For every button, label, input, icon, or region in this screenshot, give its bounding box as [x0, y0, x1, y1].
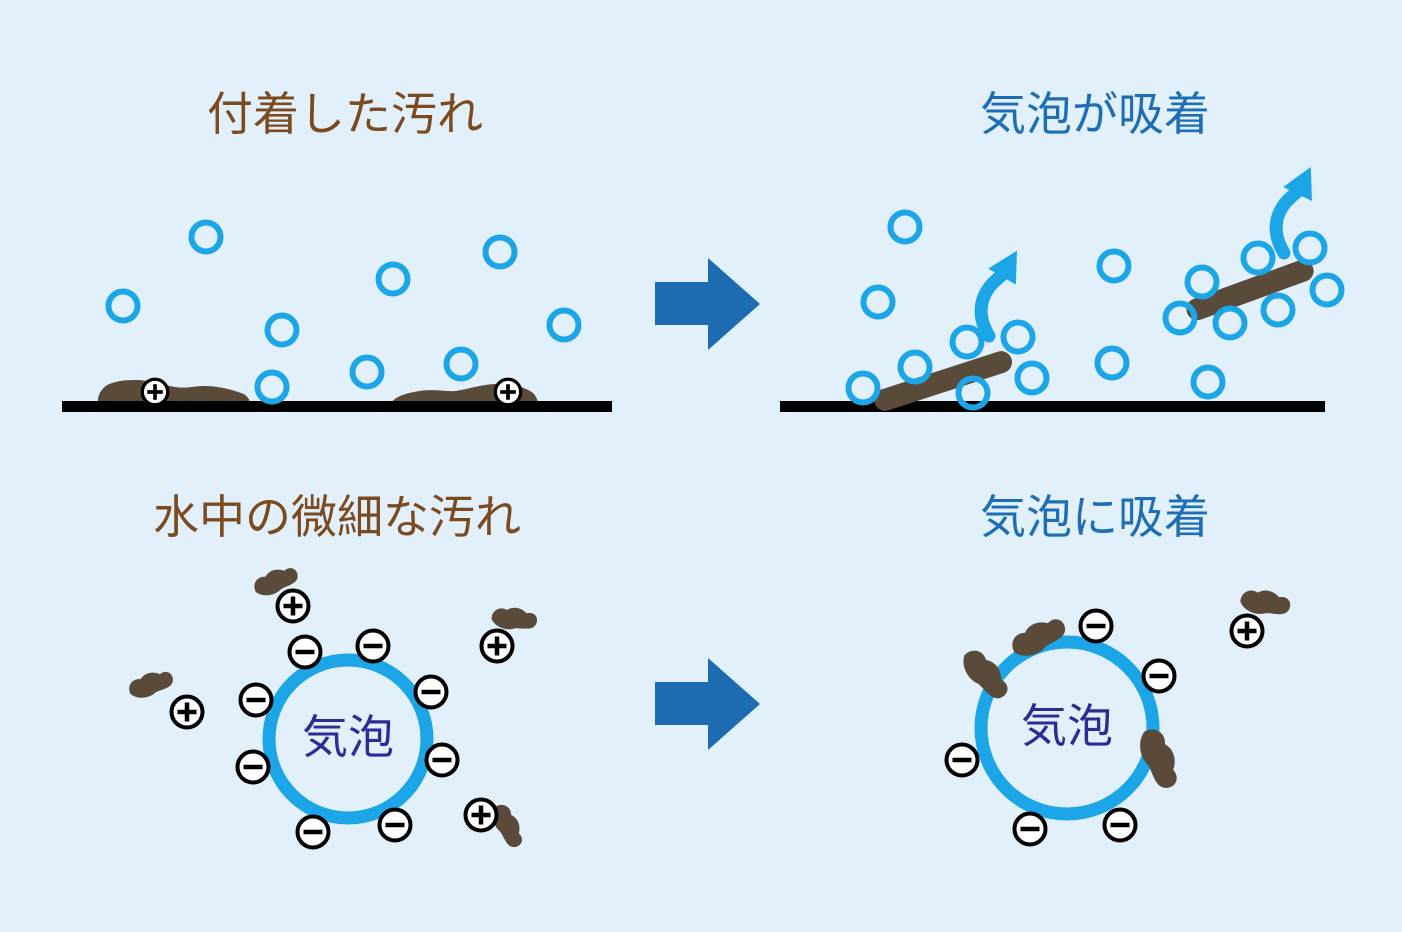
bubble-icon	[1309, 272, 1345, 308]
bubble-icon	[1014, 360, 1050, 396]
bubble-icon	[443, 346, 479, 382]
minus-charge-icon	[238, 752, 269, 783]
minus-charge-icon	[241, 685, 272, 716]
surface-line	[62, 401, 612, 412]
dirt-on-surface	[97, 379, 250, 404]
minus-charge-icon	[1105, 810, 1136, 841]
bubble-icon	[546, 307, 582, 343]
plus-charge-icon	[493, 377, 523, 407]
minus-charge-icon	[416, 677, 447, 708]
lifted-dirt	[873, 351, 1013, 411]
bubble-label: 気泡	[302, 710, 394, 764]
dirt-particle-on-bubble	[1007, 614, 1071, 661]
bubble-icon	[1292, 230, 1328, 266]
panel-adsorbed-to-bubble: 気泡に吸着 気泡	[947, 490, 1293, 845]
panel-title-adsorbed-to-bubble: 気泡に吸着	[980, 490, 1210, 544]
bubble-icon	[1190, 364, 1226, 400]
bubble-icon	[897, 349, 933, 385]
transform-arrow-icon	[655, 658, 760, 750]
minus-charge-icon	[1144, 661, 1175, 692]
plus-charge-icon	[140, 377, 170, 407]
bubble-icon	[1094, 345, 1130, 381]
transform-arrow-icon	[655, 258, 760, 350]
bubble-icon	[188, 219, 224, 255]
plus-charge-icon	[278, 591, 309, 622]
panel-title-bubbles-adsorb: 気泡が吸着	[980, 87, 1210, 141]
panel-title-fine-dirt: 水中の微細な汚れ	[153, 490, 521, 544]
minus-charge-icon	[380, 810, 411, 841]
bubble-icon	[860, 284, 896, 320]
bubble-icon	[1260, 292, 1296, 328]
lift-arrow-icon	[974, 267, 1010, 343]
surface-line	[780, 401, 1325, 412]
plus-charge-icon	[1232, 616, 1263, 647]
minus-charge-icon	[358, 631, 389, 662]
bubble-icon	[105, 288, 141, 324]
lifted-dirt	[1186, 259, 1314, 321]
dirt-particle	[126, 668, 176, 701]
bubble-icon	[1000, 319, 1036, 355]
plus-charge-icon	[466, 800, 497, 831]
bubble-icon	[1240, 240, 1276, 276]
bubble-icon	[482, 234, 518, 270]
bubble-icon	[887, 209, 923, 245]
minus-charge-icon	[947, 745, 978, 776]
panel-fine-dirt: 水中の微細な汚れ 気泡	[126, 490, 539, 852]
minus-charge-icon	[1081, 611, 1112, 642]
panel-attached-dirt: 付着した汚れ	[62, 87, 612, 412]
large-bubble	[974, 635, 1160, 821]
lift-arrow-icon	[1269, 184, 1305, 260]
bubble-icon	[1162, 300, 1198, 336]
bubble-icon	[264, 312, 300, 348]
bubble-label: 気泡	[1021, 699, 1113, 753]
minus-charge-icon	[290, 637, 321, 668]
minus-charge-icon	[1015, 814, 1046, 845]
bubble-icon	[1212, 305, 1248, 341]
bubble-icon	[375, 261, 411, 297]
bubble-icon	[254, 369, 290, 405]
bubble-icon	[949, 324, 985, 360]
panel-bubbles-adsorb: 気泡が吸着	[780, 87, 1345, 412]
bubble-icon	[845, 370, 881, 406]
minus-charge-icon	[298, 817, 329, 848]
bubble-icon	[1096, 248, 1132, 284]
panel-title-attached-dirt: 付着した汚れ	[207, 87, 483, 141]
large-bubble	[262, 653, 434, 825]
plus-charge-icon	[482, 631, 513, 662]
bubble-icon	[349, 354, 385, 390]
plus-charge-icon	[172, 697, 203, 728]
minus-charge-icon	[427, 745, 458, 776]
bubble-icon	[1184, 264, 1220, 300]
bubble-icon	[955, 375, 991, 411]
